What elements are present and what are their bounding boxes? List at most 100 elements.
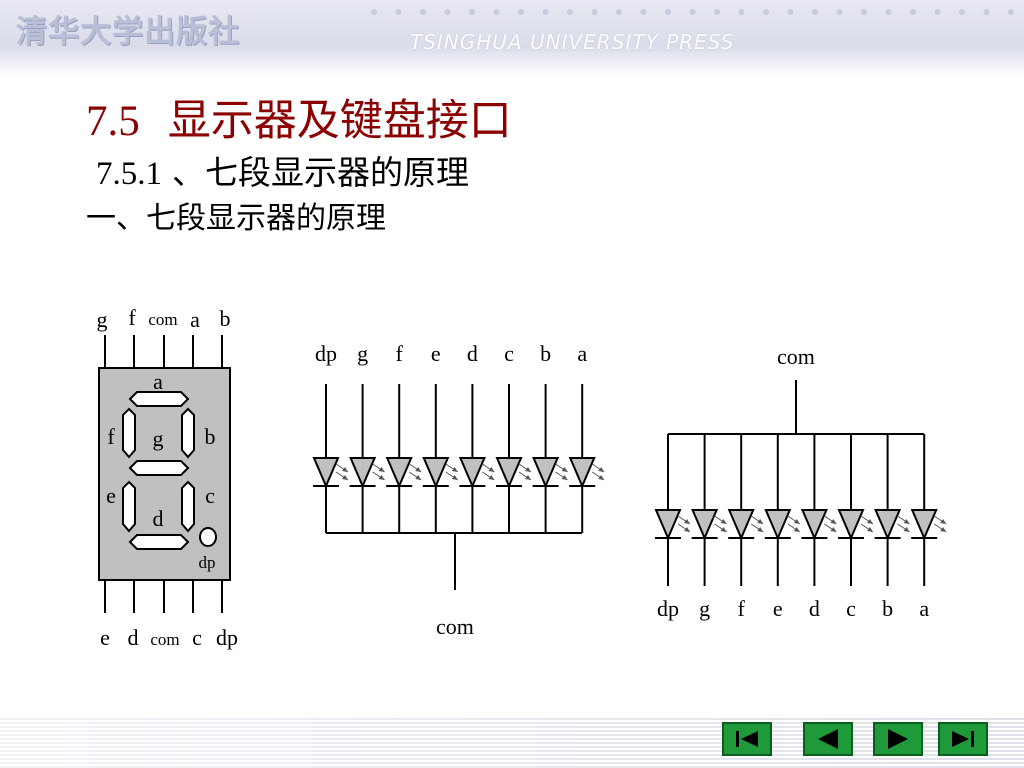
led-diode: f (727, 434, 764, 621)
led-triangle (654, 509, 682, 541)
first-page-button[interactable] (722, 722, 772, 756)
light-arrowhead (525, 467, 531, 472)
segment-label-a: a (153, 369, 163, 394)
led-label: f (738, 596, 746, 621)
prev-page-button[interactable] (803, 722, 853, 756)
pin-label-bottom: e (100, 625, 110, 650)
light-arrowhead (378, 467, 385, 472)
light-arrowhead (488, 475, 495, 480)
led-triangle (764, 509, 792, 541)
segment-d (128, 534, 190, 550)
led-triangle (312, 457, 340, 489)
light-arrowhead (793, 527, 800, 532)
led-triangle (458, 457, 486, 489)
pin-label-bottom: c (192, 625, 202, 650)
led-triangle (800, 509, 828, 541)
header-dot (836, 9, 843, 15)
pin-label-top: a (190, 307, 200, 332)
segment-label-g: g (153, 426, 164, 451)
segment-b (181, 407, 195, 459)
segment-f (122, 407, 136, 459)
last-page-button[interactable] (938, 722, 988, 756)
led-label: d (809, 596, 820, 621)
header-dot (934, 9, 941, 15)
led-label: d (467, 341, 478, 366)
light-arrowhead (830, 519, 837, 524)
header-dot (469, 9, 475, 15)
light-arrowhead (561, 475, 568, 480)
light-arrowhead (525, 475, 531, 480)
light-arrowhead (830, 527, 837, 532)
led-diode: f (385, 341, 422, 533)
segment-label-e: e (106, 483, 116, 508)
header-banner: 清华大学出版社 TSINGHUA UNIVERSITY PRESS (0, 0, 1024, 78)
light-arrowhead (415, 475, 422, 480)
pin-label-top: f (128, 305, 136, 330)
header-dot (738, 9, 745, 15)
header-dot (787, 9, 794, 15)
light-arrowhead (378, 475, 385, 480)
led-diode: e (422, 341, 459, 533)
header-dot (542, 9, 549, 15)
header-dot (885, 9, 892, 15)
pin-label-top: com (148, 310, 177, 329)
segment-c (181, 480, 195, 533)
light-arrowhead (720, 527, 727, 532)
slide-title-number: 7.5 (86, 98, 140, 145)
led-diode: d (458, 341, 495, 533)
pin-label-top: g (97, 307, 108, 332)
publisher-logo-cn: 清华大学出版社 (16, 14, 240, 50)
slide-subtitle-number: 7.5.1 (96, 156, 162, 192)
segment-label-dp: dp (199, 553, 216, 572)
segment-e (122, 480, 136, 533)
light-arrowhead (451, 467, 458, 472)
pin-label-bottom: d (128, 625, 139, 650)
light-arrowhead (684, 519, 690, 524)
led-label: a (919, 596, 929, 621)
header-dot (714, 9, 720, 15)
light-arrowhead (720, 519, 727, 524)
header-dots-decoration (371, 9, 1014, 15)
led-label: g (357, 341, 368, 366)
led-diode: dp (312, 341, 349, 533)
led-triangle (495, 457, 523, 489)
led-diode: g (349, 341, 385, 533)
light-arrowhead (684, 527, 690, 532)
light-arrowhead (598, 467, 605, 472)
header-dot (861, 9, 867, 15)
light-arrowhead (598, 475, 605, 480)
segment-a (128, 391, 190, 407)
led-triangle (874, 509, 902, 541)
header-dot (1008, 9, 1014, 15)
light-arrowhead (793, 519, 800, 524)
light-arrowhead (940, 519, 947, 524)
light-arrowhead (561, 467, 568, 472)
pin-label-bottom: com (150, 630, 179, 649)
led-diode: c (495, 341, 532, 533)
led-triangle (837, 509, 865, 541)
led-diode: dp (654, 434, 691, 621)
led-label: b (540, 341, 551, 366)
prev-page-icon (818, 729, 838, 749)
led-label: c (504, 341, 514, 366)
led-label: e (431, 341, 441, 366)
led-label: b (882, 596, 893, 621)
led-label: e (773, 596, 783, 621)
next-page-button[interactable] (873, 722, 923, 756)
segment-dp (199, 527, 217, 547)
led-triangle (568, 457, 596, 489)
led-diode: a (910, 434, 947, 621)
slide-subtitle: 7.5.1、七段显示器的原理 (96, 146, 469, 194)
com-label: com (436, 614, 474, 639)
header-dot (812, 9, 818, 15)
led-diode: c (837, 434, 874, 621)
seven-segment-display: g f com a b e d com c dp a f g b e c d d… (97, 305, 239, 650)
pin-label-top: b (220, 306, 231, 331)
led-diode: b (532, 341, 568, 533)
header-dot (616, 9, 622, 15)
led-triangle (422, 457, 450, 489)
led-diode: b (874, 434, 910, 621)
led-triangle (691, 509, 719, 541)
